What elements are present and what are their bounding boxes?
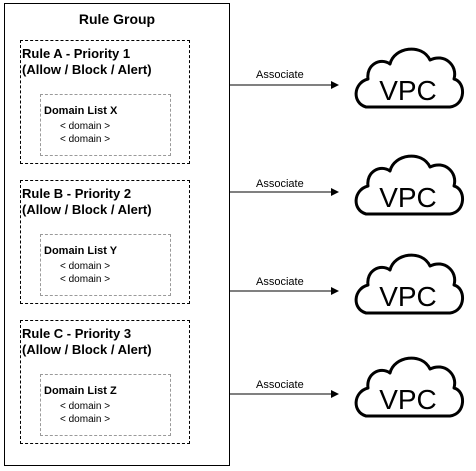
rule-action: (Allow / Block / Alert) [22,62,152,77]
cloud-icon: VPC [354,154,465,216]
associate-label: Associate [256,69,304,81]
domain-list-title: Domain List X [44,105,118,117]
rule-name: Rule A - Priority 1 [22,46,131,61]
vpc-label: VPC [379,75,437,106]
rule-box-c: Rule C - Priority 3 (Allow / Block / Ale… [20,320,190,444]
domain-list-title: Domain List Z [44,385,117,397]
rule-group-title: Rule Group [78,11,156,27]
domain-entry: < domain > [60,274,111,285]
rule-name: Rule B - Priority 2 [22,186,132,201]
cloud-icon: VPC [354,356,465,418]
domain-list-box-y: Domain List Y < domain > < domain > [40,234,171,296]
associate-label: Associate [256,379,304,391]
vpc-label: VPC [379,384,437,415]
vpc-label: VPC [379,281,437,312]
domain-entry: < domain > [60,261,111,272]
domain-entry: < domain > [60,414,111,425]
rule-box-b: Rule B - Priority 2 (Allow / Block / Ale… [20,180,190,304]
domain-entry: < domain > [60,121,111,132]
rule-title-c: Rule C - Priority 3 (Allow / Block / Ale… [22,326,152,358]
rule-box-a: Rule A - Priority 1 (Allow / Block / Ale… [20,40,190,164]
rule-action: (Allow / Block / Alert) [22,202,152,217]
cloud-icon: VPC [354,47,465,109]
rule-group-box [4,3,230,466]
domain-entry: < domain > [60,401,111,412]
associate-label: Associate [256,276,304,288]
vpc-label: VPC [379,182,437,213]
domain-entry: < domain > [60,134,111,145]
domain-list-box-x: Domain List X < domain > < domain > [40,94,171,156]
rule-title-a: Rule A - Priority 1 (Allow / Block / Ale… [22,46,152,78]
rule-action: (Allow / Block / Alert) [22,342,152,357]
rule-title-b: Rule B - Priority 2 (Allow / Block / Ale… [22,186,152,218]
associate-label: Associate [256,178,304,190]
domain-list-box-z: Domain List Z < domain > < domain > [40,374,171,436]
cloud-icon: VPC [354,253,465,315]
domain-list-title: Domain List Y [44,245,118,257]
rule-name: Rule C - Priority 3 [22,326,132,341]
